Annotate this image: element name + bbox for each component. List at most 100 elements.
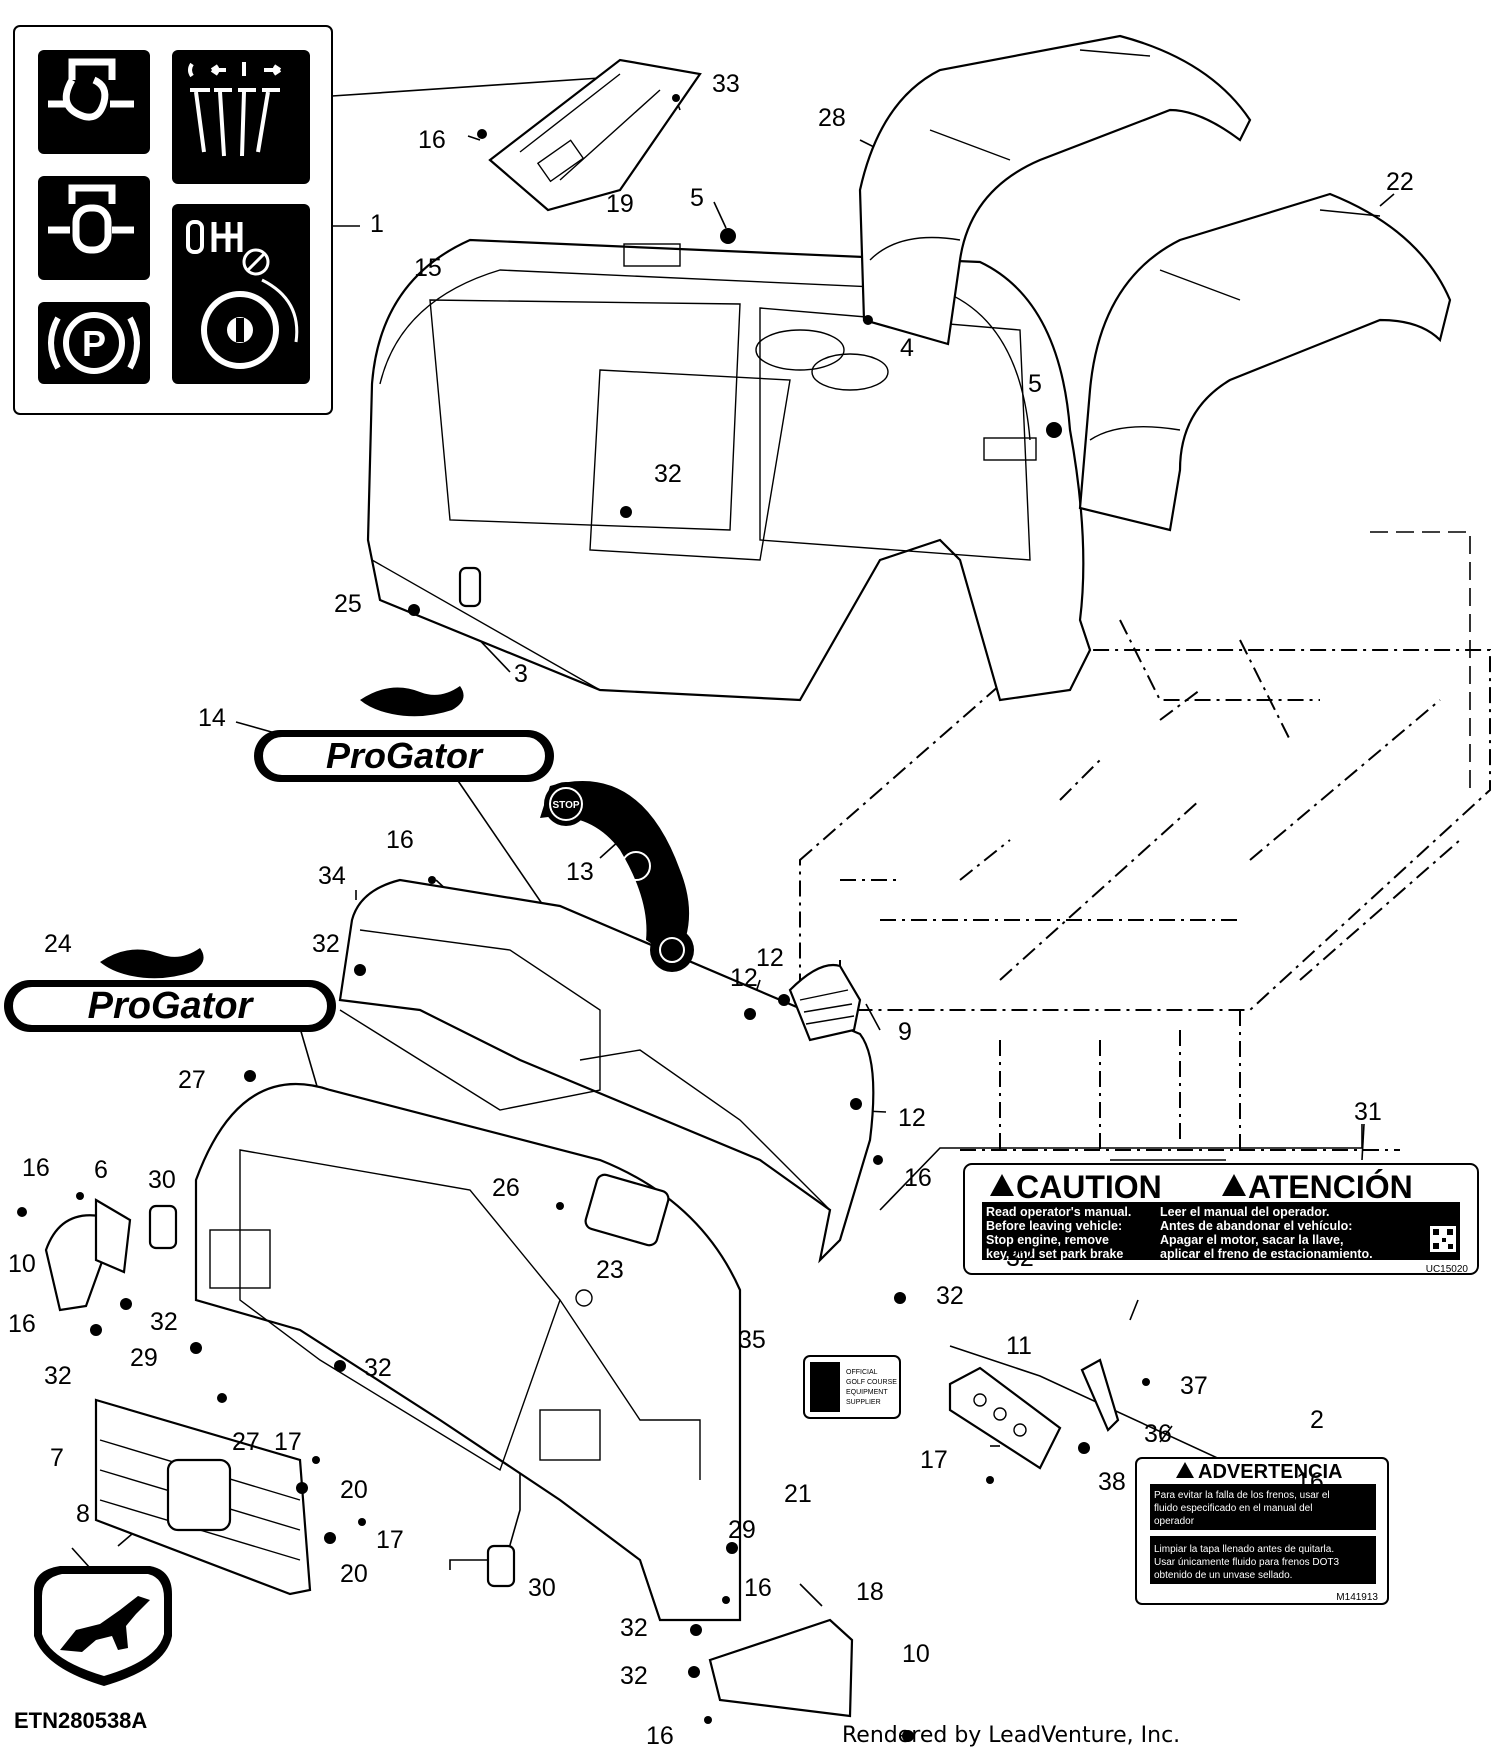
callout: 31	[1354, 1098, 1382, 1126]
callout: 28	[818, 104, 846, 132]
hydraulic-lift-icon	[48, 58, 134, 121]
pga-line-2: GOLF COURSE	[846, 1379, 897, 1386]
progator-logo-14: ProGator	[254, 686, 554, 782]
callout: 10	[902, 1640, 930, 1668]
decal-sheet: P	[13, 25, 333, 415]
callout: 27	[232, 1428, 260, 1456]
callout: 3	[514, 660, 528, 688]
callout: 33	[712, 70, 740, 98]
callout: 17	[376, 1526, 404, 1554]
caution-es-line-2: Antes de abandonar el vehículo:	[1160, 1219, 1352, 1233]
advertencia-b1-l3: operador	[1154, 1516, 1195, 1527]
shift-boot	[788, 963, 862, 1042]
instrument-cluster	[948, 1366, 1062, 1470]
caution-en-line-2: Before leaving vehicle:	[986, 1219, 1122, 1233]
callout: 21	[784, 1480, 812, 1508]
fender-left-28	[858, 34, 1252, 346]
callout: 19	[606, 190, 634, 218]
callout: 29	[130, 1344, 158, 1372]
progator-logo-24: ProGator	[4, 948, 336, 1032]
fender-right-22	[1078, 192, 1452, 532]
callout: 15	[414, 254, 442, 282]
pga-line-4: SUPPLIER	[846, 1399, 881, 1406]
callout: 10	[8, 1250, 36, 1278]
john-deere-emblem	[34, 1566, 172, 1686]
caution-title-es: ATENCIÓN	[1248, 1169, 1413, 1205]
callout: 32	[150, 1308, 178, 1336]
callout: 38	[1098, 1468, 1126, 1496]
caution-code: UC15020	[1426, 1264, 1469, 1275]
callout: 13	[566, 858, 594, 886]
lever-positions-icon	[188, 62, 282, 157]
advertencia-b2-l1: Limpiar la tapa llenado antes de quitarl…	[1154, 1544, 1334, 1555]
render-credit: Rendered by LeadVenture, Inc.	[842, 1723, 1180, 1748]
progator-wordmark: ProGator	[88, 985, 255, 1027]
advertencia-b2-l3: obtenido de un unvase sellado.	[1154, 1570, 1292, 1581]
pga-label: OFFICIAL GOLF COURSE EQUIPMENT SUPPLIER	[803, 1355, 901, 1419]
side-lamp-lower	[486, 1544, 516, 1588]
side-marker	[458, 566, 482, 608]
callout: 25	[334, 590, 362, 618]
callout: 20	[340, 1560, 368, 1588]
advertencia-b2-l2: Usar únicamente fluido para frenos DOT3	[1154, 1557, 1340, 1568]
callout: 35	[738, 1326, 766, 1354]
hydraulic-float-icon	[48, 184, 134, 254]
caution-label: CAUTION ATENCIÓN Read operator's manual.…	[963, 1163, 1479, 1275]
callout: 34	[318, 862, 346, 890]
callout: 32	[620, 1662, 648, 1690]
callout: 12	[756, 944, 784, 972]
dash-vent	[584, 1173, 670, 1247]
caution-es-line-3: Apagar el motor, sacar la llave,	[1160, 1233, 1343, 1247]
callout: 37	[1180, 1372, 1208, 1400]
callout: 1	[370, 210, 384, 238]
callout: 12	[898, 1104, 926, 1132]
ignition-key-icon	[186, 220, 299, 369]
callout: 16	[1296, 1468, 1324, 1496]
callout: 14	[198, 704, 226, 732]
frame-phantom	[799, 531, 1491, 1151]
park-brake-icon: P	[48, 312, 140, 374]
caution-es-line-4: aplicar el freno de estacionamiento.	[1160, 1247, 1373, 1261]
callout: 32	[654, 460, 682, 488]
callout: 29	[728, 1516, 756, 1544]
callout: 30	[528, 1574, 556, 1602]
advertencia-b1-l2: fluido especificado en el manual del	[1154, 1503, 1312, 1514]
callout: 32	[1006, 1244, 1034, 1272]
callout: 32	[620, 1614, 648, 1642]
advertencia-title: ADVERTENCIA	[1198, 1461, 1342, 1483]
callout: 2	[1310, 1406, 1324, 1434]
callout: 30	[148, 1166, 176, 1194]
callout: 20	[340, 1476, 368, 1504]
callout: 17	[274, 1428, 302, 1456]
side-lamp-upper	[148, 1204, 178, 1250]
callout: 4	[900, 334, 914, 362]
progator-wordmark: ProGator	[326, 735, 484, 776]
pga-line-3: EQUIPMENT	[846, 1389, 888, 1396]
mount-bracket	[1080, 1358, 1120, 1432]
callout: 32	[936, 1282, 964, 1310]
callout: 17	[920, 1446, 948, 1474]
bumper-right	[708, 1618, 854, 1718]
caution-en-line-3: Stop engine, remove	[986, 1233, 1109, 1247]
callouts: 1 2 3 4 5 5 6 7 8 9 10 10 11 12 12 12 13…	[8, 70, 1414, 1750]
callout: 16	[386, 826, 414, 854]
callout: 36	[1144, 1420, 1172, 1448]
advertencia-b1-l1: Para evitar la falla de los frenos, usar…	[1154, 1490, 1330, 1501]
callout: 6	[94, 1156, 108, 1184]
callout: 5	[690, 184, 704, 212]
top-panel	[488, 58, 702, 212]
callout: 5	[1028, 370, 1042, 398]
callout: 22	[1386, 168, 1414, 196]
qr-code-icon	[1430, 1226, 1456, 1252]
callout: 11	[1006, 1332, 1032, 1360]
callout: 16	[904, 1164, 932, 1192]
front-grille	[94, 1398, 312, 1596]
callout: 27	[178, 1066, 206, 1094]
callout: 12	[730, 964, 758, 992]
callout: 32	[364, 1354, 392, 1382]
callout: 8	[76, 1500, 90, 1528]
callout: 16	[744, 1574, 772, 1602]
deer-icon	[60, 1596, 150, 1652]
callout: 16	[646, 1722, 674, 1750]
